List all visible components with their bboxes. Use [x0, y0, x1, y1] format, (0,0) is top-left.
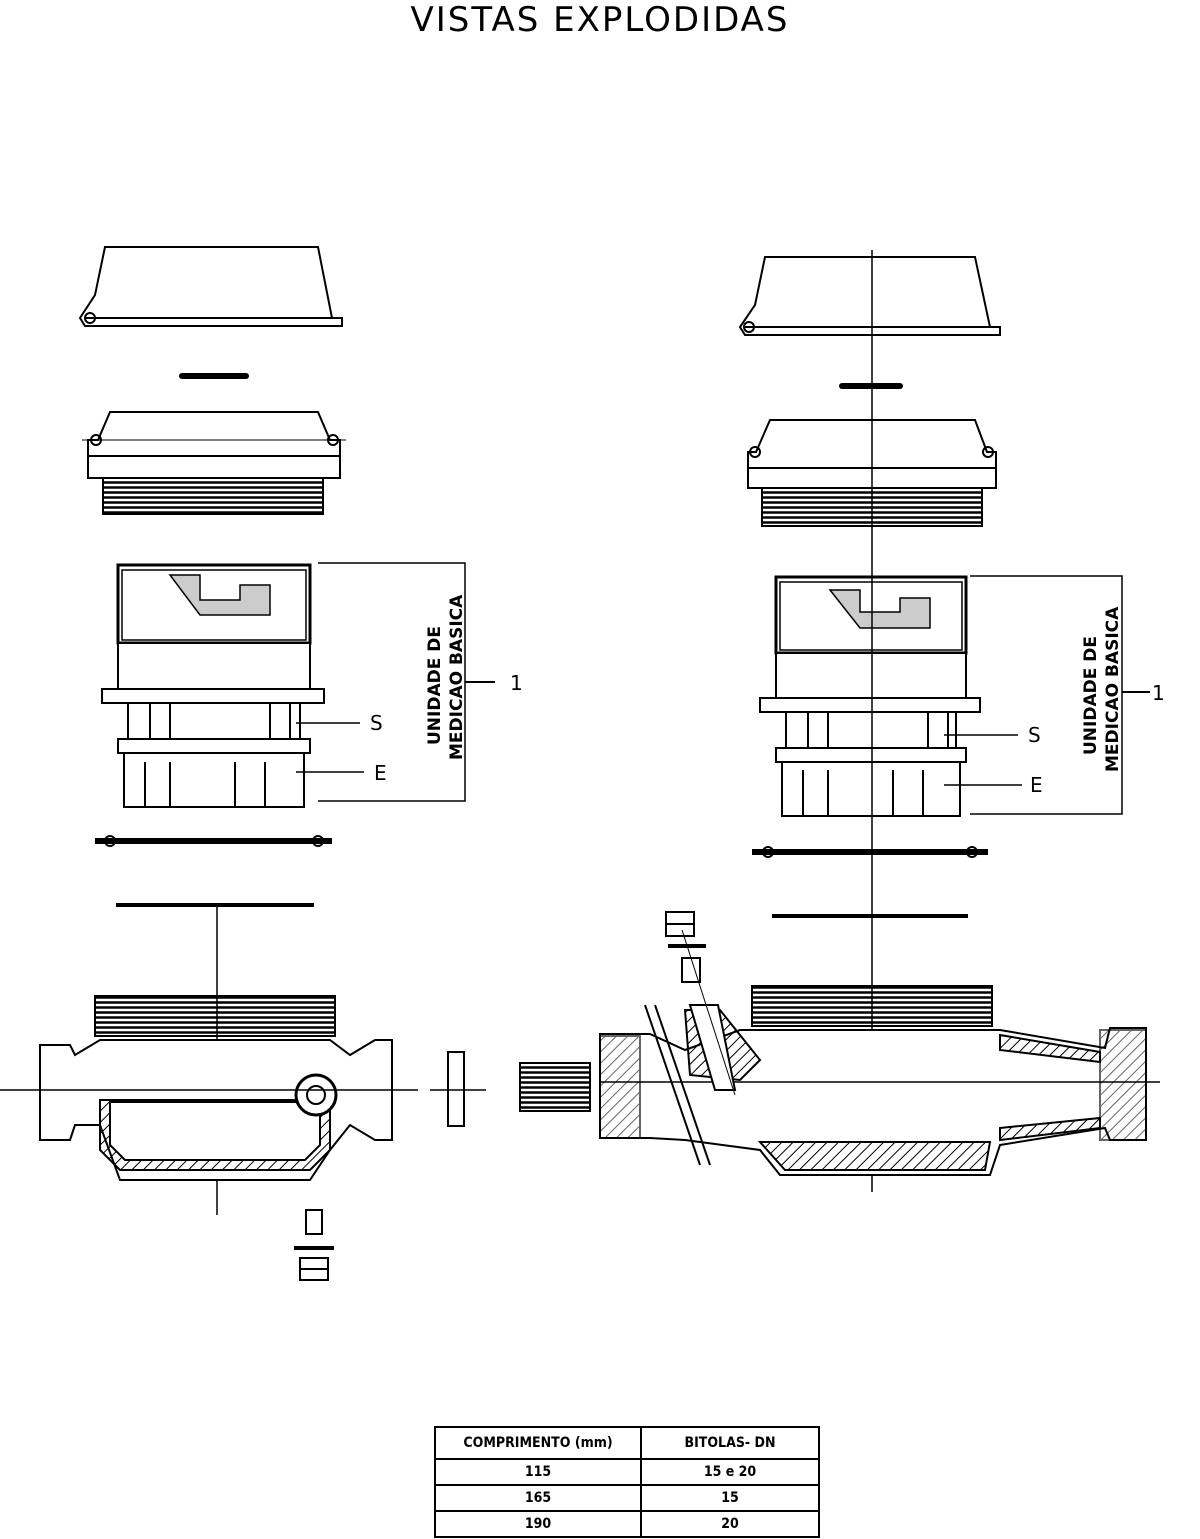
- right-label-s: S: [1028, 723, 1041, 747]
- spec-cell-length: 190: [434, 1510, 642, 1538]
- right-meter-body: [599, 985, 1147, 1176]
- spec-table: COMPRIMENTO (mm) BITOLAS- DN 115 15 e 20…: [434, 1426, 820, 1538]
- right-group-label-line1: UNIDADE DE: [1081, 636, 1101, 755]
- right-unit-bracket: [970, 575, 1123, 815]
- left-group-number: 1: [510, 671, 523, 695]
- right-measuring-unit: [759, 575, 981, 817]
- spec-cell-length: 165: [434, 1484, 642, 1512]
- left-lid: [78, 246, 343, 327]
- spec-table-header-row: COMPRIMENTO (mm) BITOLAS- DN: [434, 1426, 820, 1460]
- spec-header-dn: BITOLAS- DN: [640, 1426, 820, 1460]
- left-label-s: S: [370, 711, 383, 735]
- spec-cell-dn: 20: [640, 1510, 820, 1538]
- table-row: 190 20: [434, 1510, 820, 1538]
- left-label-e: E: [374, 761, 387, 785]
- right-angled-screw: [665, 911, 737, 1096]
- spec-cell-length: 115: [434, 1458, 642, 1486]
- spec-cell-dn: 15 e 20: [640, 1458, 820, 1486]
- left-ring-nut: [82, 411, 346, 515]
- table-row: 115 15 e 20: [434, 1458, 820, 1486]
- right-group-label-line2: MEDICAO BASICA: [1103, 606, 1123, 772]
- left-bottom-screw: [294, 1209, 334, 1281]
- page-title: VISTAS EXPLODIDAS: [410, 0, 790, 40]
- spec-header-length: COMPRIMENTO (mm): [434, 1426, 642, 1460]
- spec-cell-dn: 15: [640, 1484, 820, 1512]
- right-exploded-view: [519, 250, 1160, 1192]
- left-group-label-line1: UNIDADE DE: [425, 626, 445, 745]
- right-label-e: E: [1030, 773, 1043, 797]
- right-strainer: [519, 1062, 591, 1112]
- right-lid: [738, 256, 1001, 336]
- left-exploded-view: [0, 246, 495, 1281]
- left-group-label-line2: MEDICAO BASICA: [447, 594, 467, 760]
- left-measuring-unit: [101, 563, 325, 808]
- table-row: 165 15: [434, 1484, 820, 1512]
- left-strainer-washer: [447, 1051, 465, 1127]
- right-group-number: 1: [1152, 681, 1165, 705]
- left-meter-body: [39, 995, 393, 1181]
